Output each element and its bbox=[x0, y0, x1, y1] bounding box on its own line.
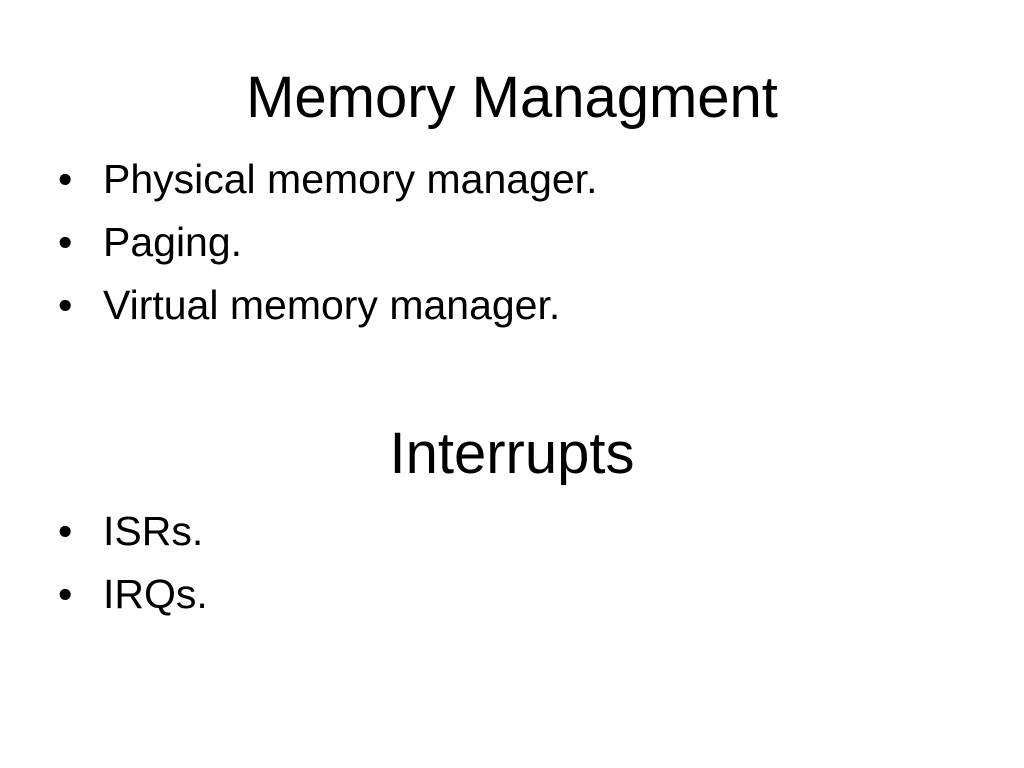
list-item-text: Virtual memory manager. bbox=[103, 282, 561, 328]
section-heading-interrupts: Interrupts bbox=[389, 421, 635, 486]
bullet-icon: • bbox=[58, 282, 73, 328]
bullet-icon: • bbox=[58, 508, 73, 554]
list-item-text: ISRs. bbox=[103, 508, 204, 554]
list-item-text: Paging. bbox=[103, 219, 243, 265]
bullet-icon: • bbox=[58, 571, 73, 617]
list-item-text: IRQs. bbox=[103, 571, 208, 617]
list-item-text: Physical memory manager. bbox=[103, 156, 598, 202]
section-heading-memory-management: Memory Managment bbox=[246, 65, 778, 130]
bullet-icon: • bbox=[58, 219, 73, 265]
bullet-icon: • bbox=[58, 156, 73, 202]
